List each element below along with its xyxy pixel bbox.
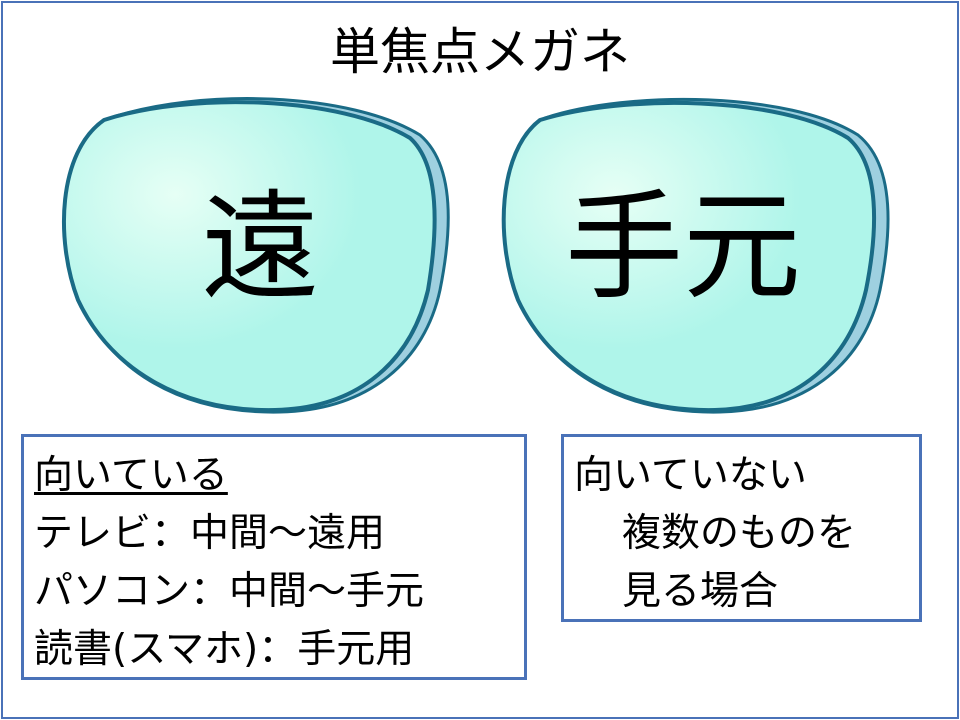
near-lens-label: 手元 — [564, 178, 801, 316]
suitable-item: 読書(スマホ)：手元用 — [34, 627, 415, 672]
far-lens-label: 遠 — [200, 178, 319, 316]
slide-title: 単焦点メガネ — [330, 23, 630, 81]
suitable-item: テレビ：中間〜遠用 — [34, 511, 386, 556]
unsuitable-line: 複数のものを — [622, 511, 857, 556]
unsuitable-line: 見る場合 — [622, 569, 779, 614]
right-lens — [501, 97, 890, 414]
suitable-heading: 向いている — [34, 453, 228, 498]
left-lens — [61, 97, 450, 414]
unsuitable-box: 向いていない 複数のものを 見る場合 — [561, 434, 922, 622]
unsuitable-heading: 向いていない — [574, 453, 807, 498]
suitable-box: 向いている テレビ：中間〜遠用 パソコン：中間〜手元 読書(スマホ)：手元用 — [21, 434, 527, 680]
suitable-item: パソコン：中間〜手元 — [34, 569, 425, 614]
